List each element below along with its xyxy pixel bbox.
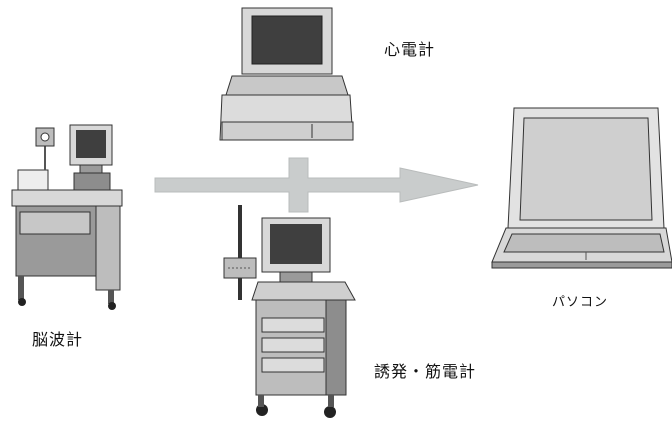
ecg-device [219,7,354,141]
flow-arrow [154,157,479,213]
pc-label: パソコン [552,295,609,310]
eeg-label: 脳波計 [32,330,84,349]
eeg-device [11,124,123,310]
ep-emg-label: 誘発・筋電計 [374,362,477,381]
pc-laptop [491,107,672,269]
ep-emg-device [223,205,356,418]
ecg-label: 心電計 [384,40,436,59]
